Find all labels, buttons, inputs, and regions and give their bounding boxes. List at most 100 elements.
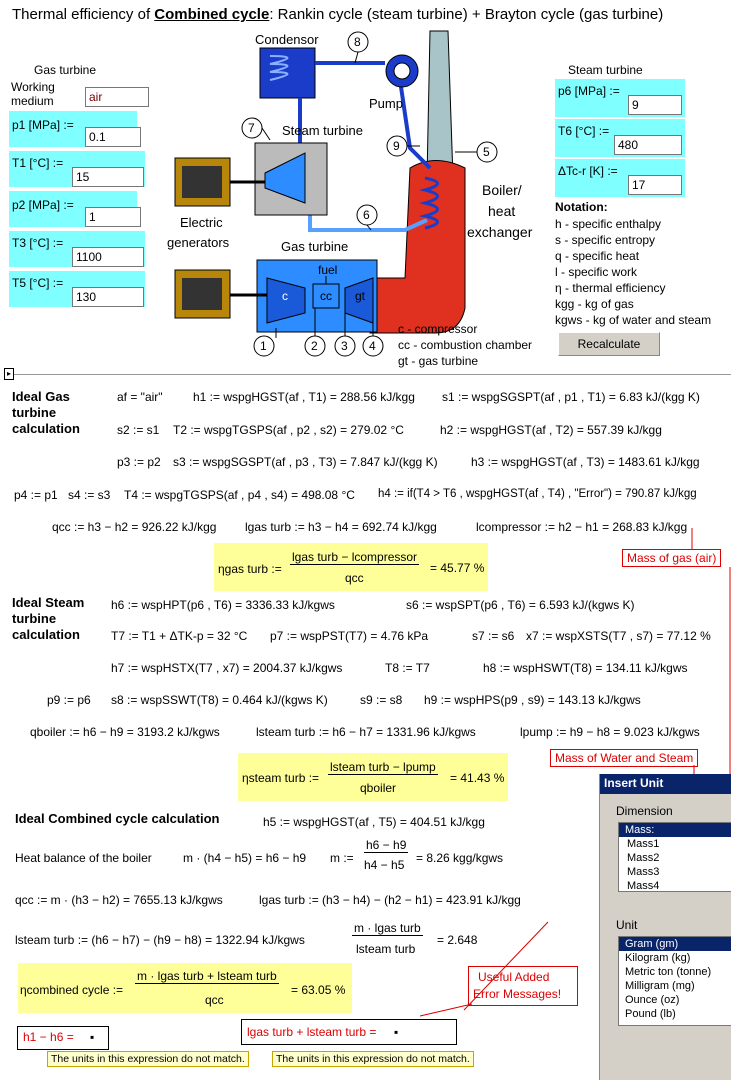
eq-lsteam-combined: lsteam turb := (h6 − h7) − (h9 − h8) = 1… [15,933,305,947]
eq-s1: s1 := wspgSGSPT(af , p1 , T1) = 6.83 kJ/… [442,390,700,404]
working-medium-input[interactable]: air [85,87,149,107]
t3-input[interactable]: 1100 [72,247,144,267]
dimension-option[interactable]: Mass3 [627,866,660,878]
err-expr-1-box[interactable] [17,1026,109,1050]
cc-mark: cc [320,289,332,303]
state-6: 6 [363,208,370,222]
compressor-mark: c [282,289,288,303]
state-7: 7 [248,121,255,135]
eq-h1: h1 := wspgHGST(af , T1) = 288.56 kJ/kgg [193,390,415,404]
dimension-option[interactable]: Mass1 [627,838,660,850]
eff-gas-num: lgas turb − lcompressor [290,550,420,565]
dimension-option[interactable]: Mass2 [627,852,660,864]
p2-label: p2 [MPa] := [12,198,74,212]
eq-h6: h6 := wspHPT(p6 , T6) = 3336.33 kJ/kgws [111,598,335,612]
unit-option[interactable]: Pound (lb) [625,1008,676,1020]
steam-calc-header-2: turbine [12,611,57,626]
notation-item: s - specific entropy [555,233,656,247]
err-cursor-1: ▪ [90,1030,95,1044]
eq-lgas: lgas turb := h3 − h4 = 692.74 kJ/kgg [245,520,437,534]
eq-s6: s6 := wspSPT(p6 , T6) = 6.593 kJ/(kgws K… [406,598,635,612]
eff-steam-lhs: ηsteam turb := [242,771,320,785]
notation-item: η - thermal efficiency [555,281,666,295]
title-prefix: Thermal efficiency of [12,6,155,23]
region-divider [12,374,731,375]
state-4: 4 [369,339,376,353]
legend-compressor: c - compressor [398,322,478,336]
unit-list[interactable]: Gram (gm) Kilogram (kg) Metric ton (tonn… [618,936,731,1026]
eq-t7: T7 := T1 + ΔTK-p = 32 °C [111,629,248,643]
steam-turbine-label: Steam turbine [282,123,363,138]
steam-calc-header-3: calculation [12,627,80,642]
generators-label: generators [167,235,230,250]
eq-x7: x7 := wspXSTS(T7 , s7) = 77.12 % [526,629,711,643]
eq-p4: p4 := p1 [14,488,58,502]
dialog-title: Insert Unit [600,774,731,794]
eq-lcomp: lcompressor := h2 − h1 = 268.83 kJ/kgg [476,520,688,534]
dimension-option[interactable]: Mass: [619,823,731,837]
unit-label: Unit [616,918,638,932]
unit-option[interactable]: Kilogram (kg) [625,952,691,964]
working-medium-label: Working medium [11,80,55,108]
eff-comb-lhs: ηcombined cycle := [20,983,124,997]
eq-s2: s2 := s1 [117,423,160,437]
unit-option[interactable]: Metric ton (tonne) [625,966,712,978]
unit-option[interactable]: Ounce (oz) [625,994,680,1006]
ratio-den: lsteam turb [356,942,416,956]
plant-diagram [174,30,498,357]
electric-label: Electric [180,215,223,230]
combined-efficiency-highlight [18,963,352,1013]
eq-t8: T8 := T7 [385,661,430,675]
eq-h5: h5 := wspgHGST(af , T5) = 404.51 kJ/kgg [263,815,485,829]
collapse-arrow-icon[interactable]: ▸ [4,368,14,380]
notation-title: Notation: [555,200,608,214]
err-expr-2-box[interactable] [241,1019,457,1045]
eq-lsteam: lsteam turb := h6 − h7 = 1331.96 kJ/kgws [256,725,476,739]
eq-s3: s3 := wspgSGSPT(af , p3 , T3) = 7.847 kJ… [173,455,438,469]
page-title: Thermal efficiency of Combined cycle: Ra… [12,6,663,23]
p1-input[interactable]: 0.1 [85,127,141,147]
m-val: = 8.26 kgg/kgws [416,851,504,865]
err-msg-1: The units in this expression do not matc… [47,1051,249,1067]
title-bold: Combined cycle [154,6,270,23]
eff-gas-val: = 45.77 % [430,561,485,575]
notation-item: kgg - kg of gas [555,297,634,311]
t6-input[interactable]: 480 [614,135,682,155]
title-suffix: : Rankin cycle (steam turbine) + Brayton… [269,6,664,23]
dimension-list[interactable]: Mass: Mass1 Mass2 Mass3 Mass4 [618,822,731,892]
notation-item: h - specific enthalpy [555,217,662,231]
dt-input[interactable]: 17 [628,175,682,195]
recalculate-button[interactable]: Recalculate [558,332,660,356]
t1-input[interactable]: 15 [72,167,144,187]
eq-s7: s7 := s6 [472,629,515,643]
gt-mark: gt [355,289,366,303]
dimension-option[interactable]: Mass4 [627,880,660,892]
ratio-num: m · lgas turb [352,921,423,936]
p2-input[interactable]: 1 [85,207,141,227]
t1-label: T1 [°C] := [12,156,64,170]
p6-input[interactable]: 9 [628,95,682,115]
eq-h2: h2 := wspgHGST(af , T2) = 557.39 kJ/kgg [440,423,662,437]
state-9: 9 [393,139,400,153]
state-1: 1 [260,339,267,353]
t5-input[interactable]: 130 [72,287,144,307]
unit-option[interactable]: Gram (gm) [619,937,731,951]
eff-gas-den: qcc [345,571,364,585]
err-cursor-2: ▪ [394,1025,399,1039]
state-2: 2 [311,339,318,353]
state-3: 3 [341,339,348,353]
state-8: 8 [354,35,361,49]
eq-s8: s8 := wspSSWT(T8) = 0.464 kJ/(kgws K) [111,693,328,707]
legend-gas-turbine: gt - gas turbine [398,354,479,368]
eq-p3: p3 := p2 [117,455,161,469]
notation-item: kgws - kg of water and steam [555,313,712,327]
unit-option[interactable]: Milligram (mg) [625,980,695,992]
dt-label: ΔTc-r [K] := [558,164,618,178]
fuel-label: fuel [318,263,338,277]
eq-af: af = "air" [117,390,163,404]
m-num: h6 − h9 [364,838,409,853]
gas-turbine-header: Gas turbine [34,63,97,77]
err-msg-2: The units in this expression do not matc… [272,1051,474,1067]
eq-lpump: lpump := h9 − h8 = 9.023 kJ/kgws [520,725,700,739]
eq-s4: s4 := s3 [68,488,111,502]
